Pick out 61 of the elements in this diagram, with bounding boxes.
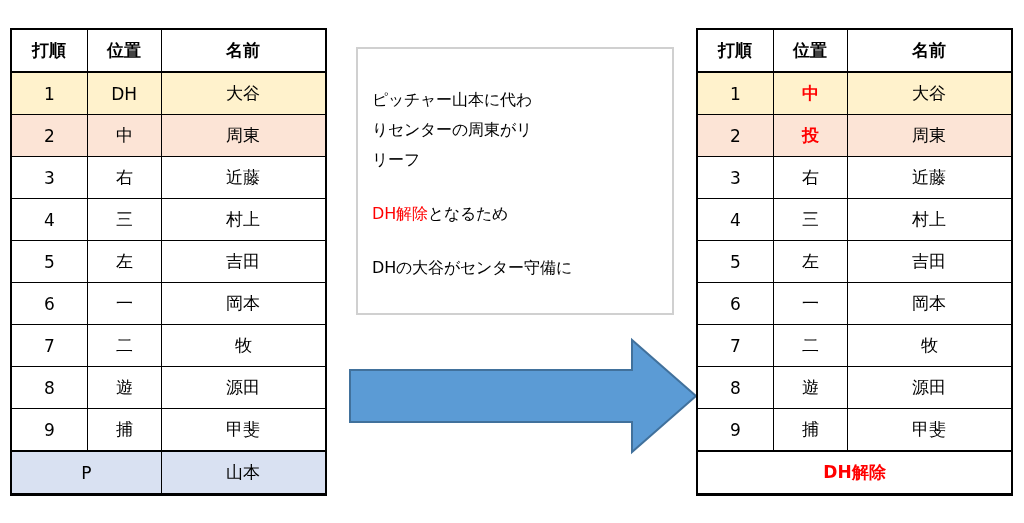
position: 中 bbox=[87, 114, 162, 157]
player-name: 岡本 bbox=[161, 282, 326, 325]
position: 二 bbox=[773, 324, 848, 367]
batting-order: 7 bbox=[697, 324, 774, 367]
position: 一 bbox=[87, 282, 162, 325]
player-name: 牧 bbox=[847, 324, 1012, 367]
note-text: DHの大谷がセンター守備に bbox=[372, 257, 574, 279]
player-name: 村上 bbox=[161, 198, 326, 241]
position: 中 bbox=[773, 72, 848, 115]
batting-order: 2 bbox=[11, 114, 88, 157]
batting-order: 4 bbox=[697, 198, 774, 241]
lineup-table bbox=[11, 29, 326, 495]
block-arrow bbox=[349, 337, 698, 455]
player-name: 近藤 bbox=[847, 156, 1012, 199]
batting-order: 5 bbox=[697, 240, 774, 283]
batting-order: 3 bbox=[11, 156, 88, 199]
player-name: 周東 bbox=[847, 114, 1012, 157]
player-name: 近藤 bbox=[161, 156, 326, 199]
position: 三 bbox=[87, 198, 162, 241]
position: 一 bbox=[773, 282, 848, 325]
batting-order: 1 bbox=[697, 72, 774, 115]
player-name: 吉田 bbox=[847, 240, 1012, 283]
position: 左 bbox=[87, 240, 162, 283]
player-name: 源田 bbox=[847, 366, 1012, 409]
batting-order: 2 bbox=[697, 114, 774, 157]
batting-order: 8 bbox=[11, 366, 88, 409]
batting-order: 8 bbox=[697, 366, 774, 409]
position: 右 bbox=[87, 156, 162, 199]
position: 投 bbox=[773, 114, 848, 157]
note-box bbox=[356, 47, 674, 315]
position: 遊 bbox=[87, 366, 162, 409]
player-name: 周東 bbox=[161, 114, 326, 157]
note-text: ピッチャー山本に代わりセンターの周東がリリーフ bbox=[372, 89, 533, 171]
batting-order: 4 bbox=[11, 198, 88, 241]
player-name: 大谷 bbox=[161, 72, 326, 115]
batting-order: 5 bbox=[11, 240, 88, 283]
batting-order: 6 bbox=[11, 282, 88, 325]
player-name: 山本 bbox=[161, 451, 326, 494]
batting-order: 1 bbox=[11, 72, 88, 115]
batting-order: 9 bbox=[697, 408, 774, 451]
note-text: DH解除 となるため bbox=[372, 203, 510, 225]
position: 遊 bbox=[773, 366, 848, 409]
player-name: 大谷 bbox=[847, 72, 1012, 115]
position: DH bbox=[87, 72, 162, 115]
player-name: 吉田 bbox=[161, 240, 326, 283]
player-name: 牧 bbox=[161, 324, 326, 367]
player-name: 甲斐 bbox=[847, 408, 1012, 451]
batting-order: 3 bbox=[697, 156, 774, 199]
position: 三 bbox=[773, 198, 848, 241]
batting-order: 6 bbox=[697, 282, 774, 325]
position: 二 bbox=[87, 324, 162, 367]
position: 捕 bbox=[773, 408, 848, 451]
position: 右 bbox=[773, 156, 848, 199]
lineup-table bbox=[697, 29, 1012, 495]
position: P bbox=[11, 451, 162, 494]
position: 左 bbox=[773, 240, 848, 283]
batting-order: 7 bbox=[11, 324, 88, 367]
player-name: 源田 bbox=[161, 366, 326, 409]
note-text: DH解除 bbox=[697, 451, 1012, 494]
player-name: 岡本 bbox=[847, 282, 1012, 325]
player-name: 村上 bbox=[847, 198, 1012, 241]
